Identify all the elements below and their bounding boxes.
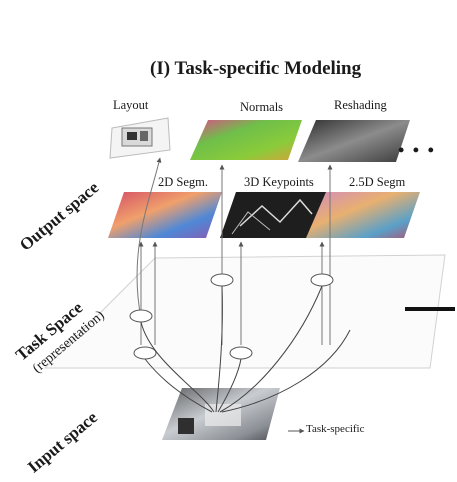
task-nodes xyxy=(129,273,334,360)
segm-25d-image xyxy=(306,192,420,238)
layout-image xyxy=(109,117,171,159)
label-normals: Normals xyxy=(240,100,284,114)
label-segm-25d: 2.5D Segm xyxy=(349,175,406,189)
diagram-title: (I) Task-specific Modeling xyxy=(150,58,362,79)
normals-image xyxy=(190,120,302,160)
label-layout: Layout xyxy=(113,98,149,112)
keypoints-3d-image xyxy=(220,192,334,238)
reshading-image xyxy=(298,120,410,162)
segm-2d-image xyxy=(108,192,222,238)
input-image xyxy=(162,388,280,440)
label-segm-2d: 2D Segm. xyxy=(158,175,208,189)
label-reshading: Reshading xyxy=(334,98,387,112)
input-to-task-curves xyxy=(140,285,351,413)
legend-label: Task-specific xyxy=(306,423,365,435)
label-keypoints-3d: 3D Keypoints xyxy=(244,175,314,189)
ellipsis: • • • xyxy=(398,140,436,160)
